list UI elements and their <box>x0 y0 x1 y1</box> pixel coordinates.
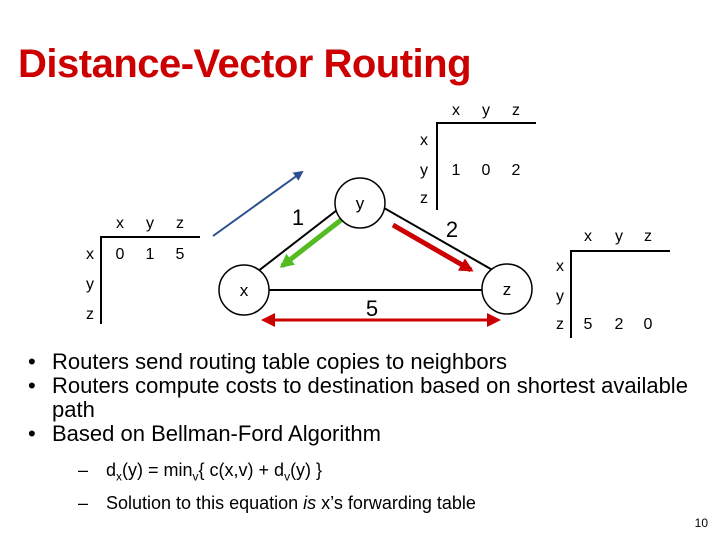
formula-d: d <box>106 460 117 480</box>
table-x-header-rule <box>100 236 200 238</box>
bullet-item: Routers send routing table copies to nei… <box>28 350 708 375</box>
formula-sub-dv: v <box>284 469 291 484</box>
link-x-y <box>243 199 351 283</box>
table-z-header-rule <box>570 250 670 252</box>
table-y-cell: 2 <box>511 162 521 179</box>
table-z-row-label-x: x <box>556 258 564 275</box>
slide-title: Distance-Vector Routing <box>18 42 472 86</box>
table-z-cell: 5 <box>583 316 593 333</box>
table-z-header-z: z <box>644 228 652 245</box>
link-y-z <box>369 199 511 281</box>
arrow-y-to-x <box>279 218 343 268</box>
table-y-header-x: x <box>452 102 460 119</box>
table-z-header-y: y <box>615 228 623 245</box>
bullet-item: Routers compute costs to destination bas… <box>28 374 708 422</box>
solution-suffix: x’s forwarding table <box>316 492 476 513</box>
formula-rhs: { c(x,v) + d <box>198 460 285 480</box>
table-z-cell: 2 <box>614 316 624 333</box>
solution-emphasis: is <box>303 492 317 513</box>
node-y: y <box>334 177 386 229</box>
table-x-cell: 5 <box>175 246 185 263</box>
table-z-row-rule <box>570 250 572 338</box>
table-x-header-x: x <box>116 215 124 232</box>
table-y-cell: 0 <box>481 162 491 179</box>
node-z-label: z <box>503 280 512 299</box>
bullet-list: Routers send routing table copies to nei… <box>28 350 708 447</box>
table-z-cell: 0 <box>643 316 653 333</box>
table-y-row-label-y: y <box>420 162 428 179</box>
table-y-row-label-x: x <box>420 132 428 149</box>
cost-y-z: 2 <box>446 217 458 242</box>
table-x-cell: 0 <box>115 246 125 263</box>
table-x-cell: 1 <box>145 246 155 263</box>
table-x-row-label-y: y <box>86 276 94 293</box>
table-x-header-z: z <box>176 215 184 232</box>
table-x-row-label-z: z <box>86 306 94 323</box>
table-x-row-rule <box>100 236 102 324</box>
arrow-y-to-z <box>391 222 474 273</box>
table-y-row-rule <box>436 122 438 210</box>
table-y-header-z: z <box>512 102 520 119</box>
table-x-header-y: y <box>146 215 154 232</box>
cost-x-y: 1 <box>292 205 304 230</box>
arrow-x-to-y <box>212 170 304 237</box>
table-z-row-label-y: y <box>556 288 564 305</box>
node-z: z <box>481 263 533 315</box>
bullet-item: Based on Bellman-Ford Algorithm <box>28 422 708 447</box>
formula-line: dx(y) = minv{ c(x,v) + dv(y) } <box>78 457 476 490</box>
solution-line: Solution to this equation is x’s forward… <box>78 490 476 516</box>
slide-number: 10 <box>694 516 708 530</box>
cost-x-z: 5 <box>366 296 378 321</box>
solution-prefix: Solution to this equation <box>106 492 304 513</box>
table-y-header-y: y <box>482 102 490 119</box>
node-y-label: y <box>356 194 365 213</box>
formula-sub-v: v <box>192 469 199 484</box>
formula-close: (y) } <box>290 460 323 480</box>
sub-bullet-list: dx(y) = minv{ c(x,v) + dv(y) } Solution … <box>78 457 476 516</box>
table-x-row-label-x: x <box>86 246 94 263</box>
table-y-header-rule <box>436 122 536 124</box>
table-y-cell: 1 <box>451 162 461 179</box>
node-x: x <box>218 264 270 316</box>
formula-min: (y) = min <box>122 460 193 480</box>
table-y-row-label-z: z <box>420 190 428 207</box>
formula-sub-x: x <box>116 469 123 484</box>
table-z-row-label-z: z <box>556 316 564 333</box>
table-z-header-x: x <box>584 228 592 245</box>
node-x-label: x <box>240 281 249 300</box>
